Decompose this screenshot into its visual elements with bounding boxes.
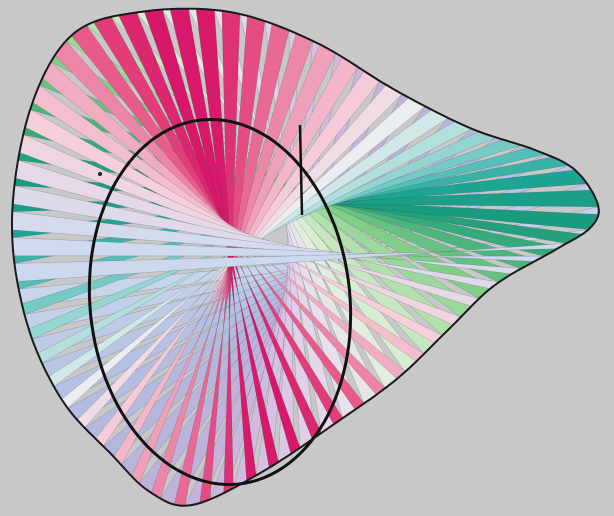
inner-closed-curve <box>87 117 353 487</box>
rulings-front-layer <box>11 8 588 506</box>
outer-rim-curve <box>11 7 600 507</box>
small-dot-mark <box>98 172 102 176</box>
inner-seam-line <box>298 124 304 216</box>
